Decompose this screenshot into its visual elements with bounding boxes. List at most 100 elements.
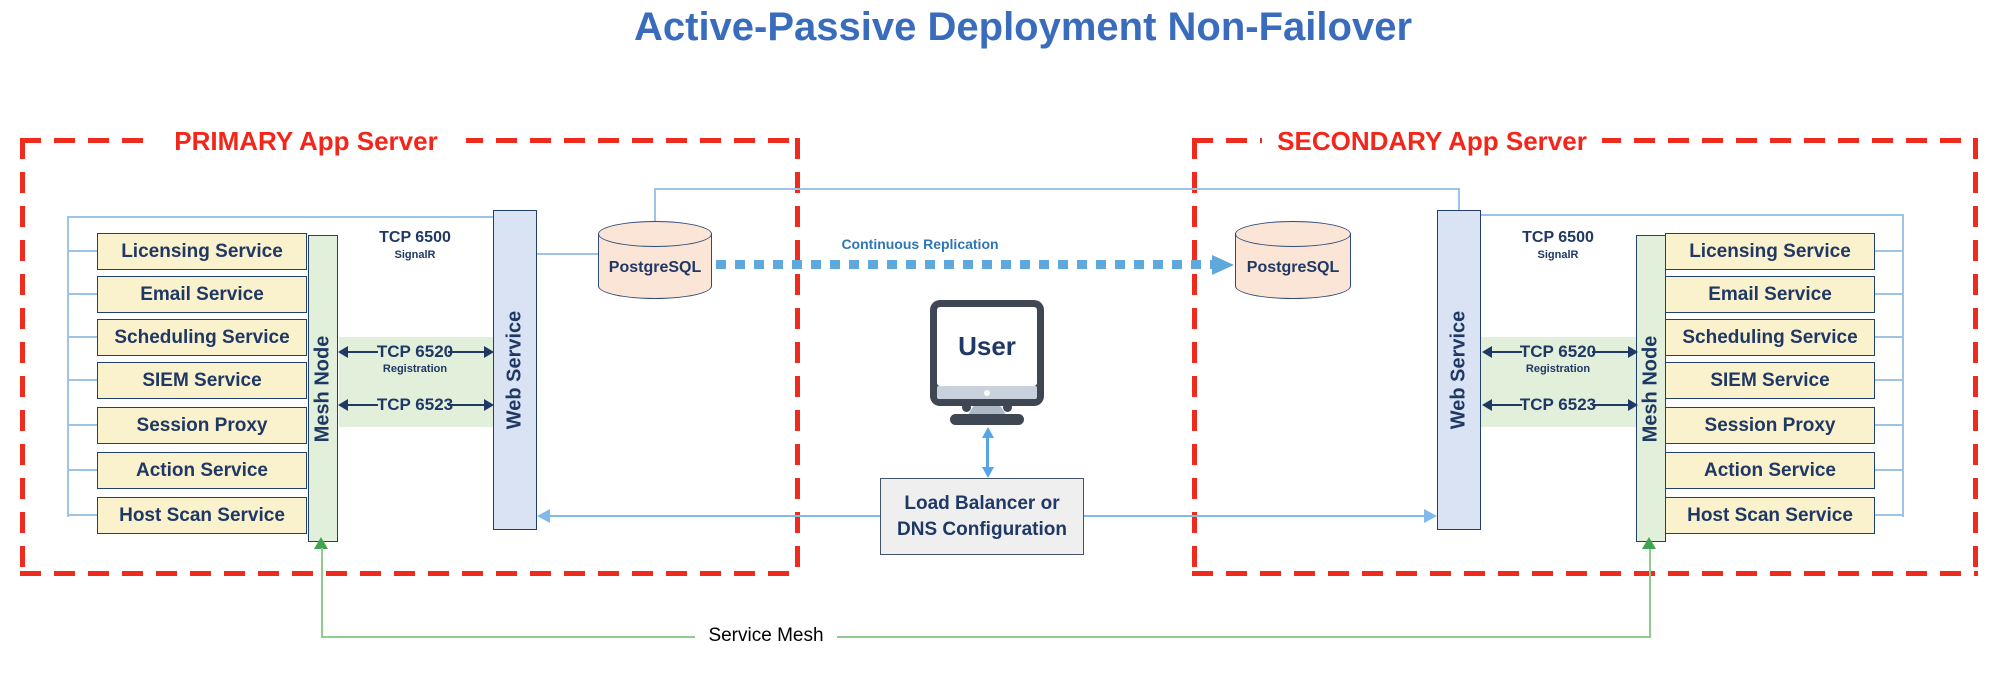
primary-zone-border-left — [20, 138, 25, 576]
connector-line — [1875, 250, 1904, 252]
primary-service-siem: SIEM Service — [97, 362, 307, 399]
arrowhead-left-icon — [1482, 346, 1492, 358]
connector-line — [448, 404, 484, 406]
service-mesh-line — [321, 548, 323, 638]
connector-line — [67, 293, 98, 295]
primary-zone-border-right — [795, 138, 800, 576]
connector-line — [986, 437, 989, 468]
load-balancer-box: Load Balancer or DNS Configuration — [880, 478, 1084, 555]
primary-signalr-port: TCP 6500 — [379, 229, 451, 246]
secondary-bracket-line — [1902, 214, 1904, 517]
connector-line — [67, 336, 98, 338]
primary-registration-label: Registration — [382, 363, 448, 375]
load-balancer-label-line2: DNS Configuration — [897, 518, 1067, 540]
secondary-service-licensing: Licensing Service — [1665, 233, 1875, 270]
monitor-camera-dot — [984, 389, 990, 396]
connector-line — [1875, 336, 1904, 338]
secondary-service-siem: SIEM Service — [1665, 362, 1875, 399]
connector-line — [654, 188, 1460, 190]
primary-service-action: Action Service — [97, 452, 307, 489]
secondary-signalr-label: TCP 6500 SignalR — [1498, 229, 1618, 261]
service-mesh-arrowhead-icon — [1642, 537, 1656, 549]
user-computer-icon: User — [930, 300, 1044, 406]
connector-line — [1084, 515, 1424, 517]
load-balancer-label-line1: Load Balancer or — [904, 492, 1060, 514]
primary-mesh-node-label: Mesh Node — [311, 335, 334, 442]
arrowhead-right-icon — [1628, 346, 1638, 358]
connector-line — [1875, 469, 1904, 471]
connector-line — [537, 253, 598, 255]
secondary-web-service-label: Web Service — [1447, 310, 1470, 430]
primary-signalr-protocol: SignalR — [394, 249, 436, 261]
secondary-service-hostscan: Host Scan Service — [1665, 497, 1875, 534]
primary-zone-border-bottom — [20, 571, 800, 576]
connector-line — [1592, 404, 1628, 406]
connector-line — [1492, 404, 1522, 406]
secondary-mesh-node-label: Mesh Node — [1639, 335, 1662, 442]
secondary-zone-border-right — [1973, 138, 1978, 576]
service-mesh-line — [837, 636, 1651, 638]
secondary-registration-port: TCP 6520 — [1519, 342, 1597, 361]
primary-database-label: PostgreSQL — [608, 259, 702, 276]
monitor-stand — [962, 403, 971, 412]
replication-arrowhead-icon — [1212, 255, 1234, 275]
arrowhead-right-icon — [484, 346, 494, 358]
secondary-service-scheduling: Scheduling Service — [1665, 319, 1875, 356]
diagram-title: Active-Passive Deployment Non-Failover — [633, 5, 1413, 49]
user-label: User — [958, 331, 1016, 361]
service-mesh-arrowhead-icon — [314, 537, 328, 549]
primary-database-cylinder: PostgreSQL — [598, 221, 712, 299]
primary-signalr-label: TCP 6500 SignalR — [355, 229, 475, 261]
secondary-signalr-protocol: SignalR — [1537, 249, 1579, 261]
secondary-service-session: Session Proxy — [1665, 407, 1875, 444]
primary-web-service: Web Service — [493, 210, 537, 530]
secondary-zone-label: SECONDARY App Server — [1262, 125, 1602, 157]
service-mesh-line — [1649, 548, 1651, 638]
secondary-database-cylinder: PostgreSQL — [1235, 221, 1351, 299]
connector-line — [348, 404, 378, 406]
connector-line — [448, 351, 484, 353]
secondary-signalr-port: TCP 6500 — [1522, 229, 1594, 246]
arrowhead-up-icon — [982, 427, 994, 438]
arrowhead-down-icon — [982, 467, 994, 478]
arrowhead-right-icon — [1628, 399, 1638, 411]
connector-line — [654, 189, 656, 222]
connector-line — [1875, 293, 1904, 295]
connector-line — [67, 424, 98, 426]
connector-line — [550, 515, 880, 517]
connector-line — [67, 469, 98, 471]
monitor-screen: User — [937, 307, 1037, 386]
secondary-zone-border-left — [1192, 138, 1197, 576]
primary-service-session: Session Proxy — [97, 407, 307, 444]
connector-line — [1875, 424, 1904, 426]
primary-mesh-port: TCP 6523 — [376, 395, 454, 414]
primary-service-hostscan: Host Scan Service — [97, 497, 307, 534]
monitor-stand — [1003, 403, 1012, 412]
secondary-mesh-port: TCP 6523 — [1519, 395, 1597, 414]
primary-service-licensing: Licensing Service — [97, 233, 307, 270]
secondary-mesh-node: Mesh Node — [1636, 235, 1666, 542]
connector-line — [67, 250, 98, 252]
arrowhead-left-icon — [1482, 399, 1492, 411]
primary-webservice-bus-line — [68, 216, 493, 218]
secondary-service-action: Action Service — [1665, 452, 1875, 489]
primary-service-scheduling: Scheduling Service — [97, 319, 307, 356]
replication-label: Continuous Replication — [841, 236, 999, 252]
database-cylinder-top — [598, 221, 712, 247]
secondary-webservice-bus-line — [1481, 214, 1904, 216]
connector-line — [348, 351, 378, 353]
primary-bracket-line — [67, 216, 69, 517]
connector-line — [1492, 351, 1522, 353]
primary-web-service-label: Web Service — [503, 310, 526, 430]
secondary-zone-border-bottom — [1192, 571, 1978, 576]
secondary-database-label: PostgreSQL — [1246, 259, 1340, 276]
service-mesh-label: Service Mesh — [695, 625, 837, 647]
secondary-service-email: Email Service — [1665, 276, 1875, 313]
primary-zone-label: PRIMARY App Server — [146, 125, 466, 157]
connector-line — [1875, 379, 1904, 381]
primary-service-email: Email Service — [97, 276, 307, 313]
primary-mesh-node: Mesh Node — [308, 235, 338, 542]
secondary-registration-label: Registration — [1525, 363, 1591, 375]
connector-line — [1592, 351, 1628, 353]
